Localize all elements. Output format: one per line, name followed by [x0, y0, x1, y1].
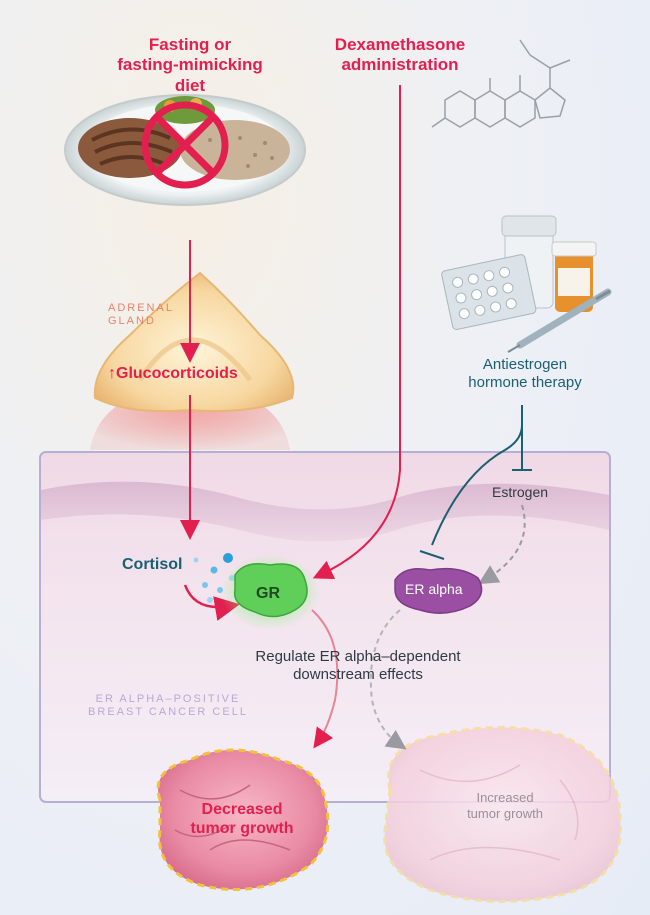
er-alpha-label: ER alpha	[405, 581, 463, 597]
er-alpha-to-increased-tumor-arrow	[369, 609, 407, 750]
er-alpha-receptor-shape	[394, 567, 483, 614]
estrogen-label: Estrogen	[492, 484, 549, 500]
prohibited-icon	[141, 101, 229, 189]
cell-type-label: ER ALPHA–POSITIVE BREAST CANCER CELL	[88, 693, 248, 719]
adrenal-gland-label: ADRENAL GLAND	[108, 302, 174, 328]
syringe-icon	[507, 288, 612, 353]
fasting-label: Fasting or fasting-mimicking diet	[117, 35, 263, 95]
gr-label: GR	[256, 585, 280, 602]
gr-receptor-shape	[220, 554, 320, 630]
increased-tumor-label: Increased tumor growth	[467, 790, 543, 821]
medication-bottles-icon	[441, 215, 612, 353]
gr-to-decreased-tumor-arrow	[311, 609, 339, 749]
dexamethasone-to-gr-arrow	[312, 85, 401, 579]
dexamethasone-label: Dexamethasone administration	[334, 35, 466, 75]
antiestrogen-inhibition-lines	[419, 405, 532, 560]
decreased-tumor-illustration	[156, 748, 330, 891]
increased-tumor-illustration	[383, 726, 622, 903]
dexamethasone-molecule-icon	[431, 39, 571, 128]
decreased-tumor-label: Decreased tumor growth	[190, 801, 294, 838]
glucocorticoids-label: ↑Glucocorticoids	[108, 365, 238, 382]
antiestrogen-therapy-label: Antiestrogen hormone therapy	[468, 356, 582, 391]
regulate-effects-label: Regulate ER alpha–dependent downstream e…	[255, 648, 461, 683]
adrenal-gland-illustration	[90, 271, 295, 450]
cortisol-label: Cortisol	[122, 556, 183, 573]
